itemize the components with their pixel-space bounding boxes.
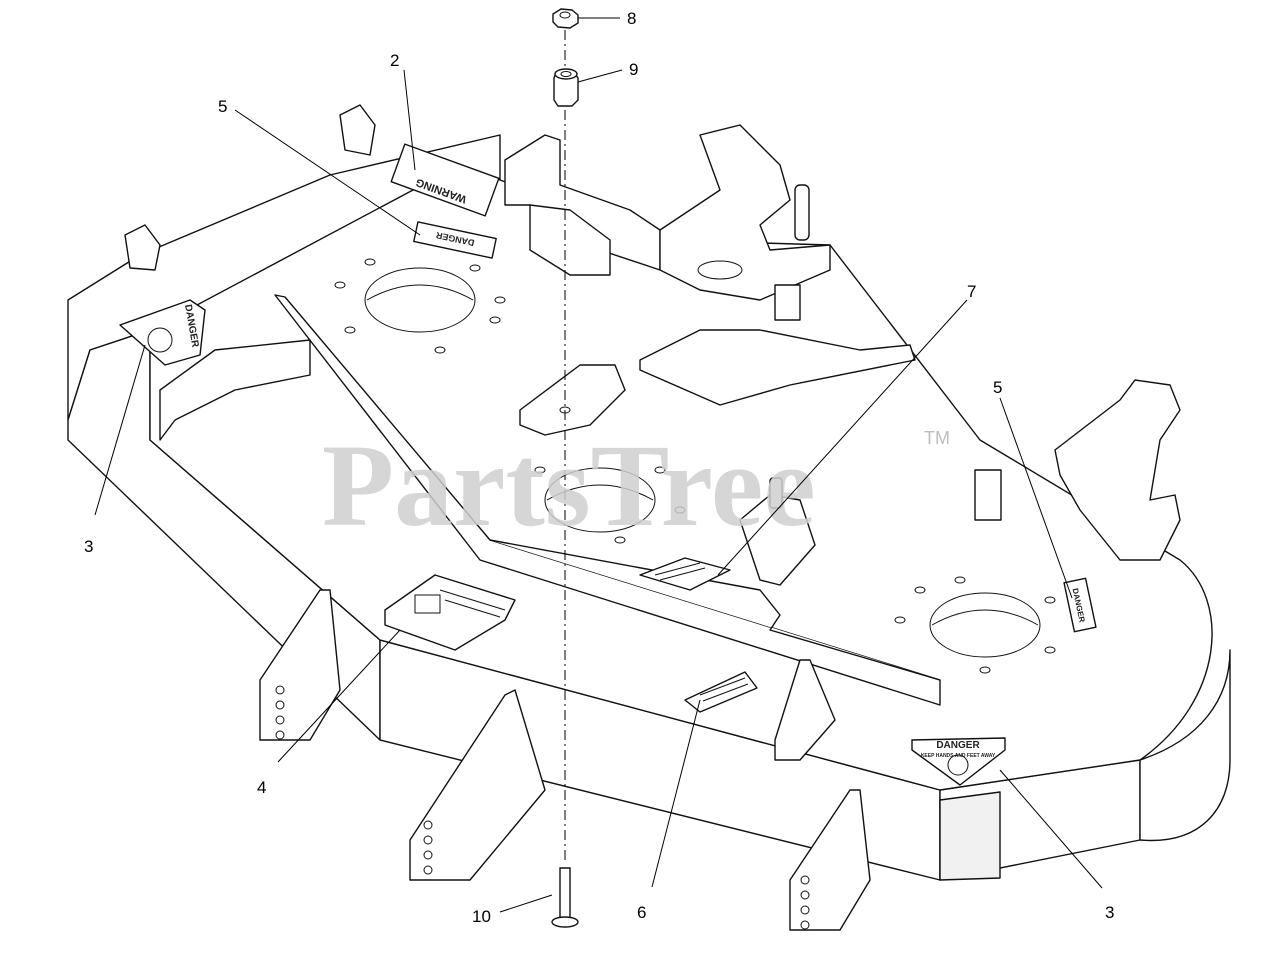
hardware-stack bbox=[551, 8, 579, 928]
danger-decal-right-text: DANGER bbox=[936, 740, 980, 751]
watermark: PartsTree TM bbox=[322, 420, 950, 551]
callout-6: 6 bbox=[637, 903, 646, 922]
danger-decal-small-left: DANGER bbox=[413, 221, 497, 259]
callout-3-right: 3 bbox=[1105, 903, 1114, 922]
callout-3-left: 3 bbox=[84, 537, 93, 556]
spindle-openings bbox=[364, 267, 1041, 658]
idler-bracket bbox=[504, 124, 916, 406]
watermark-text: PartsTree bbox=[322, 420, 816, 551]
gauge-wheel-brackets bbox=[259, 589, 871, 931]
callout-labels: 2 3 3 4 5 5 6 7 8 9 10 bbox=[84, 9, 1114, 926]
carriage-bolt bbox=[551, 867, 579, 928]
callout-5-left: 5 bbox=[218, 97, 227, 116]
leader-lines bbox=[94, 17, 1103, 913]
callout-5-right: 5 bbox=[993, 378, 1002, 397]
watermark-trademark: TM bbox=[924, 428, 950, 448]
callout-2: 2 bbox=[390, 51, 399, 70]
callout-7: 7 bbox=[967, 282, 976, 301]
danger-decal-small-right: DANGER bbox=[1063, 577, 1097, 633]
info-decal-6 bbox=[684, 671, 758, 713]
belt-routing-decal-7 bbox=[639, 557, 731, 591]
danger-decal-large-left: DANGER bbox=[119, 299, 206, 366]
danger-decal-right: DANGER KEEP HANDS AND FEET AWAY bbox=[911, 737, 1006, 786]
callout-9: 9 bbox=[629, 60, 638, 79]
right-bracket bbox=[974, 379, 1181, 561]
info-decal-4 bbox=[384, 574, 516, 651]
baffle-ridge bbox=[274, 294, 941, 706]
callout-8: 8 bbox=[627, 9, 636, 28]
warning-decal: WARNING bbox=[390, 143, 500, 217]
spacer bbox=[553, 68, 579, 107]
bolt-holes bbox=[334, 258, 1056, 674]
front-plates bbox=[519, 364, 816, 586]
danger-decal-right-subtext: KEEP HANDS AND FEET AWAY bbox=[921, 753, 996, 759]
flange-nut bbox=[552, 8, 579, 29]
callout-10: 10 bbox=[472, 907, 491, 926]
rear-bracket-posts bbox=[124, 104, 376, 441]
callout-4: 4 bbox=[257, 778, 266, 797]
